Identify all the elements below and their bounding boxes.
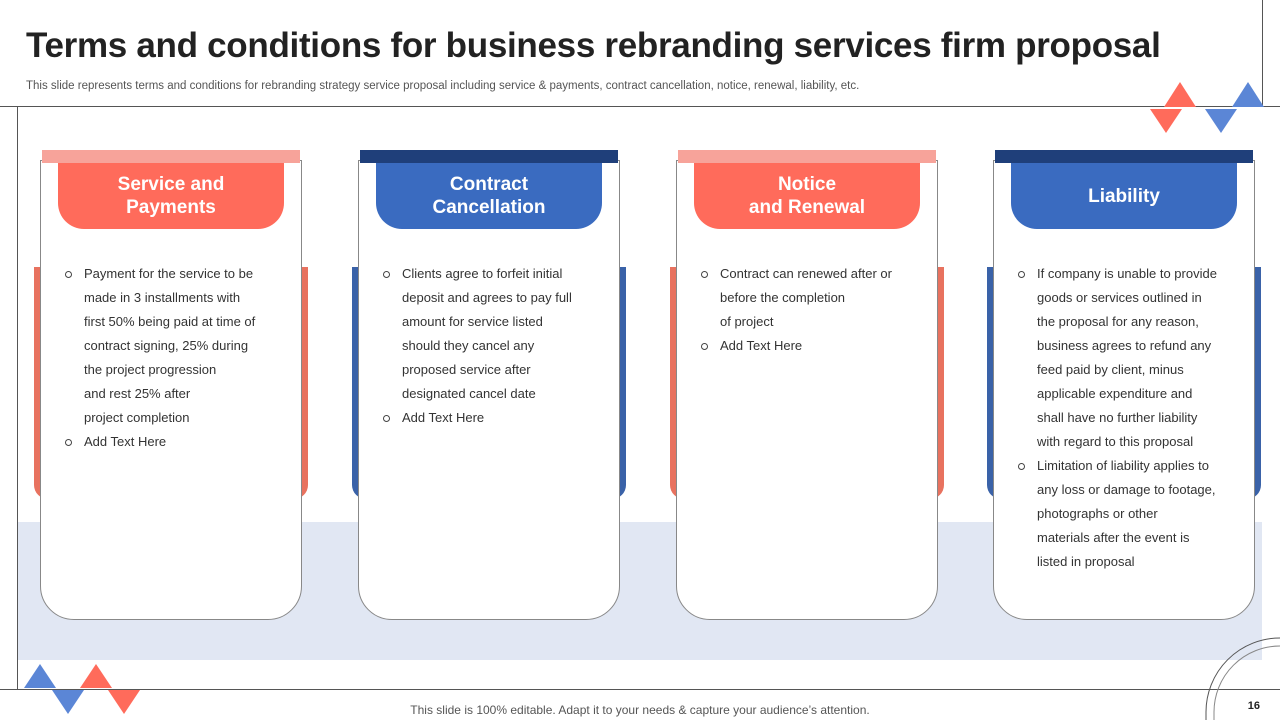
bullet-item: Add Text Here: [382, 406, 606, 430]
card-title: Service and Payments: [58, 163, 284, 229]
frame-left-line: [17, 106, 18, 690]
page-number: 16: [1247, 700, 1260, 712]
card-top-bar: [360, 150, 618, 163]
card-bullets: Payment for the service to be made in 3 …: [64, 262, 288, 454]
card-body: [40, 160, 302, 620]
card-notice-renewal: Notice and Renewal Contract can renewed …: [670, 150, 944, 620]
triangle-decoration-top: [1150, 82, 1264, 133]
frame-right-line: [1262, 0, 1263, 106]
quarter-circle-decoration: [1205, 637, 1280, 720]
bullet-item: Limitation of liability applies to any l…: [1017, 454, 1241, 574]
footer-text: This slide is 100% editable. Adapt it to…: [410, 703, 870, 717]
card-contract-cancellation: Contract Cancellation Clients agree to f…: [352, 150, 626, 620]
bullet-item: Contract can renewed after or before the…: [700, 262, 924, 334]
card-title: Contract Cancellation: [376, 163, 602, 229]
page-title: Terms and conditions for business rebran…: [26, 26, 1161, 65]
card-body: [358, 160, 620, 620]
card-top-bar: [995, 150, 1253, 163]
card-bullets: If company is unable to provide goods or…: [1017, 262, 1241, 574]
card-top-bar: [678, 150, 936, 163]
card-title: Liability: [1011, 163, 1237, 229]
bullet-item: Add Text Here: [64, 430, 288, 454]
frame-top-line: [0, 106, 1280, 107]
card-bullets: Contract can renewed after or before the…: [700, 262, 924, 358]
card-title: Notice and Renewal: [694, 163, 920, 229]
card-top-bar: [42, 150, 300, 163]
bullet-item: Add Text Here: [700, 334, 924, 358]
card-service-payments: Service and Payments Payment for the ser…: [34, 150, 308, 620]
bullet-item: If company is unable to provide goods or…: [1017, 262, 1241, 454]
page-subtitle: This slide represents terms and conditio…: [26, 80, 860, 92]
bullet-item: Clients agree to forfeit initial deposit…: [382, 262, 606, 406]
frame-bottom-line: [0, 689, 1280, 690]
card-liability: Liability If company is unable to provid…: [987, 150, 1261, 620]
card-bullets: Clients agree to forfeit initial deposit…: [382, 262, 606, 430]
triangle-decoration-bottom: [24, 664, 140, 714]
card-body: [676, 160, 938, 620]
card-body: [993, 160, 1255, 620]
bullet-item: Payment for the service to be made in 3 …: [64, 262, 288, 430]
